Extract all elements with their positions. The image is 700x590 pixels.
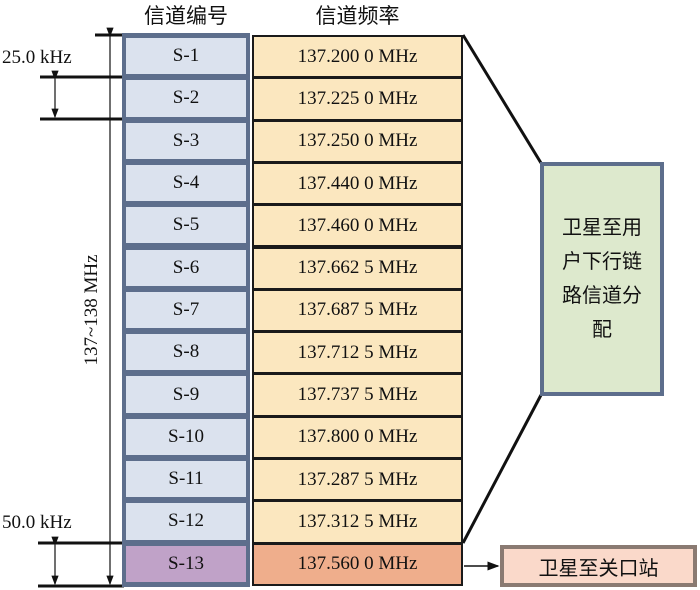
channel-freq-cell: 137.687 5 MHz [252, 288, 463, 333]
channel-id-cell: S-3 [126, 122, 246, 159]
channel-id-cell: S-1 [126, 38, 246, 75]
channel-freq-cell: 137.200 0 MHz [252, 35, 463, 79]
channel-freq-cell: 137.560 0 MHz [252, 542, 463, 586]
channel-id-cell: S-8 [126, 334, 246, 371]
spacing-label-bottom: 50.0 kHz [2, 512, 72, 533]
downlink-allocation-box: 卫星至用户下行链路信道分配 [540, 162, 664, 396]
channel-freq-cell: 137.312 5 MHz [252, 500, 463, 544]
channel-freq-cell: 137.440 0 MHz [252, 161, 463, 206]
channel-id-cell: S-11 [126, 461, 246, 498]
channel-id-cell: S-10 [126, 418, 246, 455]
header-channel-freq: 信道频率 [315, 4, 400, 28]
channel-id-cell: S-13 [126, 545, 246, 582]
channel-freq-cell: 137.225 0 MHz [252, 77, 463, 121]
channel-id-cell: S-9 [126, 376, 246, 413]
channel-freq-cell: 137.800 0 MHz [252, 415, 463, 459]
channel-freq-cell: 137.737 5 MHz [252, 373, 463, 417]
channel-id-cell: S-7 [126, 291, 246, 329]
channel-id-cell: S-2 [126, 80, 246, 117]
channel-freq-cell: 137.250 0 MHz [252, 119, 463, 163]
band-label: 137~138 MHz [81, 252, 103, 368]
channel-freq-cell: 137.712 5 MHz [252, 331, 463, 375]
spacing-label-top: 25.0 kHz [2, 47, 72, 68]
channel-id-cell: S-12 [126, 503, 246, 540]
channel-id-cell: S-6 [126, 249, 246, 286]
channel-id-cell: S-4 [126, 164, 246, 202]
header-channel-id: 信道编号 [144, 4, 228, 28]
channel-id-cell: S-5 [126, 207, 246, 244]
gateway-box: 卫星至关口站 [500, 545, 697, 587]
channel-freq-cell: 137.662 5 MHz [252, 246, 463, 290]
channel-freq-cell: 137.287 5 MHz [252, 458, 463, 502]
channel-freq-cell: 137.460 0 MHz [252, 204, 463, 248]
